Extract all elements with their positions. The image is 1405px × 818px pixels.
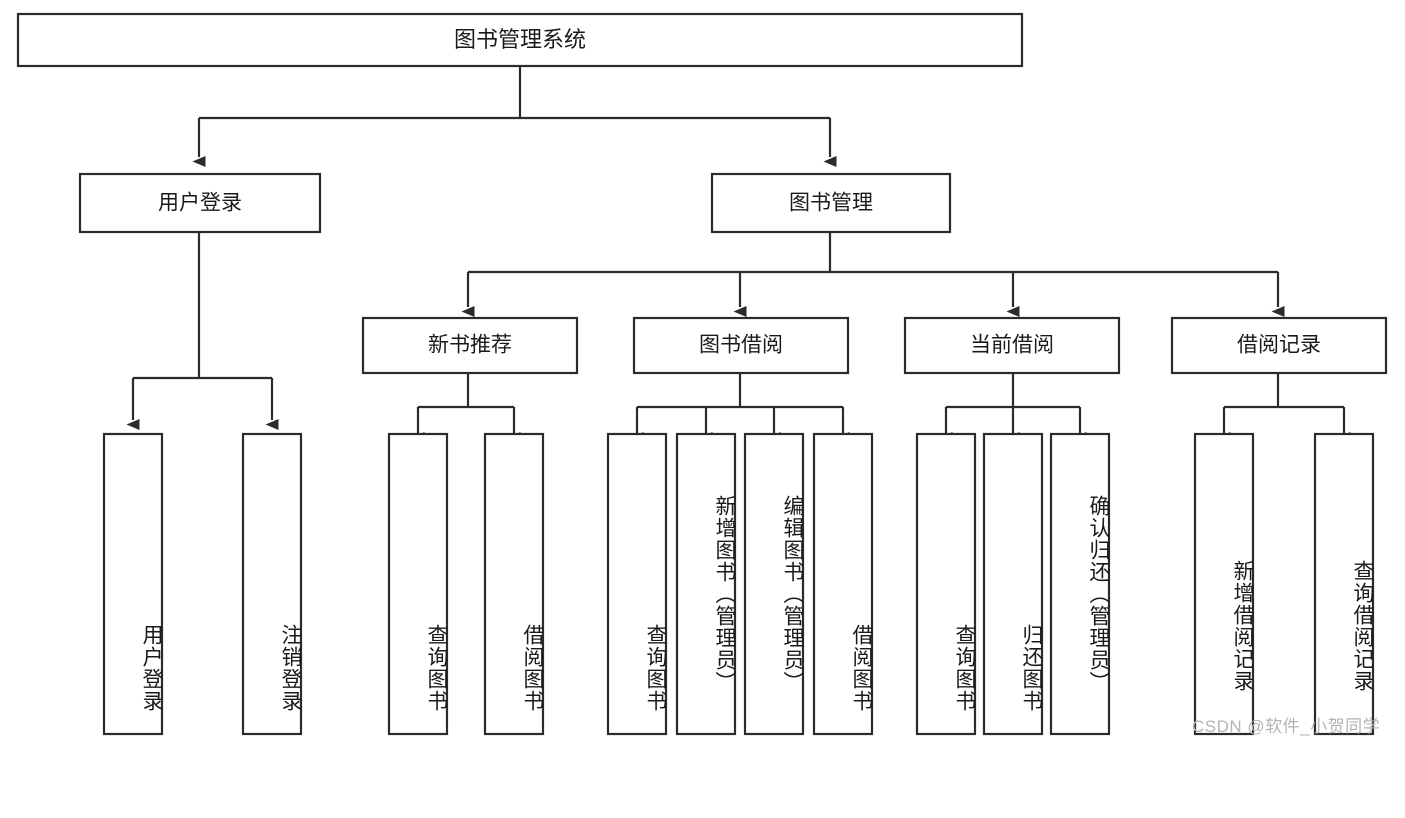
- connectors-root-to-level2: [192, 66, 837, 167]
- leaf-box-borrow-book-2[interactable]: [812, 432, 874, 736]
- leaf-box-borrow-book-1[interactable]: [483, 432, 545, 736]
- connectors-borrowrecord-to-leaves: [1217, 373, 1351, 443]
- node-user-login-label: 用户登录: [158, 192, 242, 215]
- leaf-box-add-record[interactable]: [1193, 432, 1255, 736]
- node-current-borrow[interactable]: 当前借阅: [903, 316, 1121, 375]
- node-new-book-recommend-label: 新书推荐: [428, 334, 512, 357]
- node-root-label: 图书管理系统: [454, 27, 586, 52]
- leaf-box-confirm-return[interactable]: [1049, 432, 1111, 736]
- node-book-borrow[interactable]: 图书借阅: [632, 316, 850, 375]
- leaf-boxes: [102, 432, 1375, 736]
- node-book-management-label: 图书管理: [789, 192, 873, 215]
- node-new-book-recommend[interactable]: 新书推荐: [361, 316, 579, 375]
- node-book-borrow-label: 图书借阅: [699, 334, 783, 357]
- connectors-newbook-to-leaves: [411, 373, 521, 443]
- leaf-box-query-book-2[interactable]: [606, 432, 668, 736]
- node-current-borrow-label: 当前借阅: [970, 334, 1054, 357]
- connectors-currentborrow-to-leaves: [939, 373, 1087, 443]
- flowchart-canvas: 图书管理系统 用户登录 图书管理 新书推荐 图书借阅 当前借阅 借阅记录: [16, 12, 1388, 736]
- connectors-bookmgmt-to-level3: [461, 232, 1285, 317]
- leaf-box-return-book[interactable]: [982, 432, 1044, 736]
- connectors-userlogin-to-leaves: [126, 232, 279, 430]
- leaf-box-edit-book[interactable]: [743, 432, 805, 736]
- node-borrow-record[interactable]: 借阅记录: [1170, 316, 1388, 375]
- leaf-box-user-login[interactable]: [102, 432, 164, 736]
- leaf-box-logout[interactable]: [241, 432, 303, 736]
- csdn-watermark: CSDN @软件_小贺同学: [1192, 717, 1381, 736]
- node-root-system[interactable]: 图书管理系统: [16, 12, 1024, 68]
- node-book-management[interactable]: 图书管理: [710, 172, 952, 234]
- node-user-login[interactable]: 用户登录: [78, 172, 322, 234]
- leaf-box-query-book-1[interactable]: [387, 432, 449, 736]
- diagram-svg: 图书管理系统 用户登录 图书管理 新书推荐 图书借阅 当前借阅 借阅记录: [16, 12, 1388, 736]
- connectors-bookborrow-to-leaves: [630, 373, 850, 443]
- leaf-box-query-book-3[interactable]: [915, 432, 977, 736]
- leaf-box-query-record[interactable]: [1313, 432, 1375, 736]
- node-borrow-record-label: 借阅记录: [1237, 334, 1321, 357]
- leaf-box-add-book[interactable]: [675, 432, 737, 736]
